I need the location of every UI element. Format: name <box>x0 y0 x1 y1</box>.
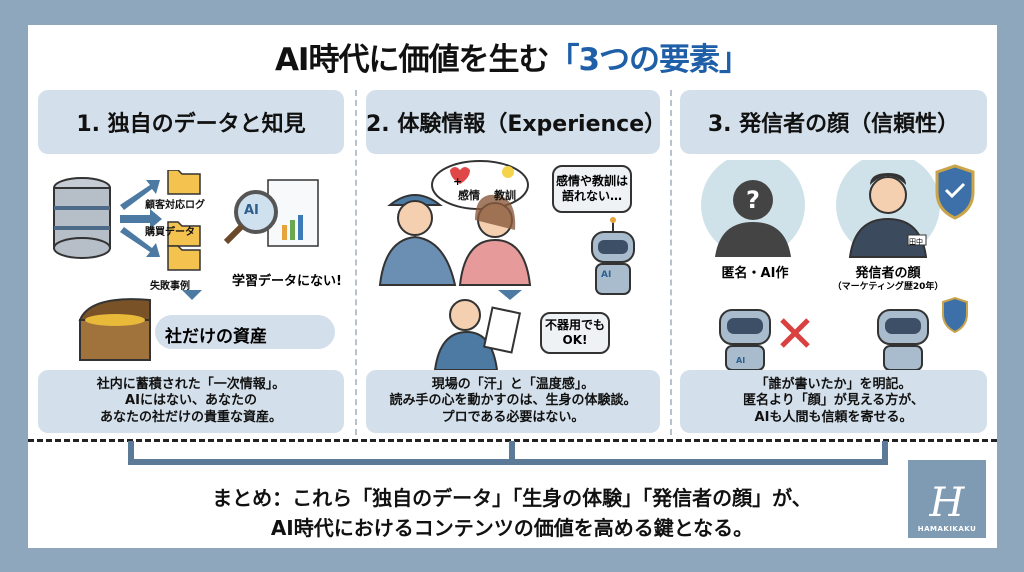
section-divider <box>28 439 997 442</box>
anonymous-label: 匿名・AI作 <box>721 266 789 281</box>
column-3-header: 3. 発信者の顔（信頼性） <box>680 90 987 154</box>
folder-label: 失敗事例 <box>150 281 190 292</box>
column-divider <box>355 90 357 435</box>
description-line: AIも人間も信頼を寄せる。 <box>754 409 913 425</box>
summary-line-1: まとめ：これら「独自のデータ」「生身の体験」「発信者の顔」が、 <box>212 486 812 510</box>
anonymous-person-icon <box>733 180 773 220</box>
description-line: あなたの社だけの貴重な資産。 <box>99 409 282 425</box>
description-line: 「誰が書いたか」を明記。 <box>755 377 912 393</box>
column-2-description: 現場の「汗」と「温度感」。 読み手の心を動かすのは、生身の体験談。 プロである必… <box>366 370 660 433</box>
description-line: 社内に蓄積された「一次情報」。 <box>96 377 286 393</box>
title-prefix: AI時代に価値を生む <box>274 42 550 78</box>
thought-label-emotion: 感情 <box>458 189 480 202</box>
heart-icon <box>450 167 470 184</box>
robot-icon <box>591 217 635 295</box>
bracket-line <box>509 441 515 465</box>
column-3-description: 「誰が書いたか」を明記。 匿名より「顔」が見える方が、 AIも人間も信頼を寄せる… <box>680 370 987 433</box>
bubble-line: 不器用でも <box>544 318 605 332</box>
worker-illustration <box>378 194 457 286</box>
hamakikaku-logo: H HAMAKIKAKU <box>908 460 986 538</box>
down-arrow-icon <box>498 290 522 300</box>
description-line: プロである必要はない。 <box>441 409 585 425</box>
bracket-line <box>882 441 888 465</box>
name-tag: 田中 <box>909 238 923 246</box>
logo-mark: H <box>929 480 965 526</box>
bubble-line: 感情や教訓は <box>555 174 628 188</box>
thought-label-lesson: 教訓 <box>494 189 516 202</box>
ai-note: 学習データにない! <box>232 274 342 289</box>
description-line: 読み手の心を動かすのは、生身の体験談。 <box>389 393 637 409</box>
column-divider <box>670 90 672 435</box>
column-2-illustration <box>378 160 635 370</box>
writer-illustration <box>433 299 522 370</box>
description-line: AIにはない、あなたの <box>125 393 257 409</box>
bubble-line: 語れない… <box>561 189 622 203</box>
author-face-icon <box>869 176 907 214</box>
author-experience-label: （マーケティング歴20年） <box>832 282 944 292</box>
logo-text: HAMAKIKAKU <box>917 525 977 533</box>
page-title: AI時代に価値を生む「3つの要素」 <box>0 34 1024 79</box>
ai-badge: AI <box>601 270 612 280</box>
summary-line-2: AI時代におけるコンテンツの価値を高める鍵となる。 <box>270 516 754 540</box>
ai-report-icon <box>223 179 319 247</box>
asset-label: 社だけの資産 <box>165 327 267 347</box>
column-2-header: 2. 体験情報（Experience） <box>366 90 666 154</box>
folder-label: 顧客対応ログ <box>145 200 205 211</box>
title-accent: 「3つの要素」 <box>548 42 750 78</box>
ai-badge: AI <box>736 356 746 365</box>
treasure-chest-icon <box>78 298 151 361</box>
column-1-header: 1. 独自のデータと知見 <box>38 90 344 154</box>
description-line: 匿名より「顔」が見える方が、 <box>742 393 925 409</box>
database-icon <box>53 177 111 259</box>
lightbulb-icon <box>502 166 514 178</box>
svg-text:?: ? <box>746 186 760 214</box>
down-arrow-icon <box>182 290 202 300</box>
bracket-line <box>128 459 888 465</box>
small-shield-icon <box>942 296 968 334</box>
woman-illustration <box>458 194 532 286</box>
column-1-description: 社内に蓄積された「一次情報」。 AIにはない、あなたの あなたの社だけの貴重な資… <box>38 370 344 433</box>
ok-speech-bubble: 不器用でも OK! <box>540 312 610 354</box>
folder-label: 購買データ <box>145 227 195 238</box>
ai-badge: AI <box>244 203 259 218</box>
description-line: 現場の「汗」と「温度感」。 <box>431 377 595 393</box>
asset-pill <box>155 315 335 349</box>
column-1-illustration <box>53 170 335 361</box>
cross-icon <box>780 318 810 348</box>
folder-icon <box>167 170 201 271</box>
plus-sign: + <box>453 175 463 188</box>
confused-robot-icon <box>719 309 771 370</box>
happy-robot-icon <box>877 309 929 370</box>
arrow-icon <box>120 180 162 257</box>
bubble-line: OK! <box>562 333 588 347</box>
column-3-illustration: ? <box>701 160 975 370</box>
robot-speech-bubble: 感情や教訓は 語れない… <box>552 165 632 213</box>
bracket-line <box>128 441 134 465</box>
author-face-label: 発信者の顔 <box>855 266 921 281</box>
